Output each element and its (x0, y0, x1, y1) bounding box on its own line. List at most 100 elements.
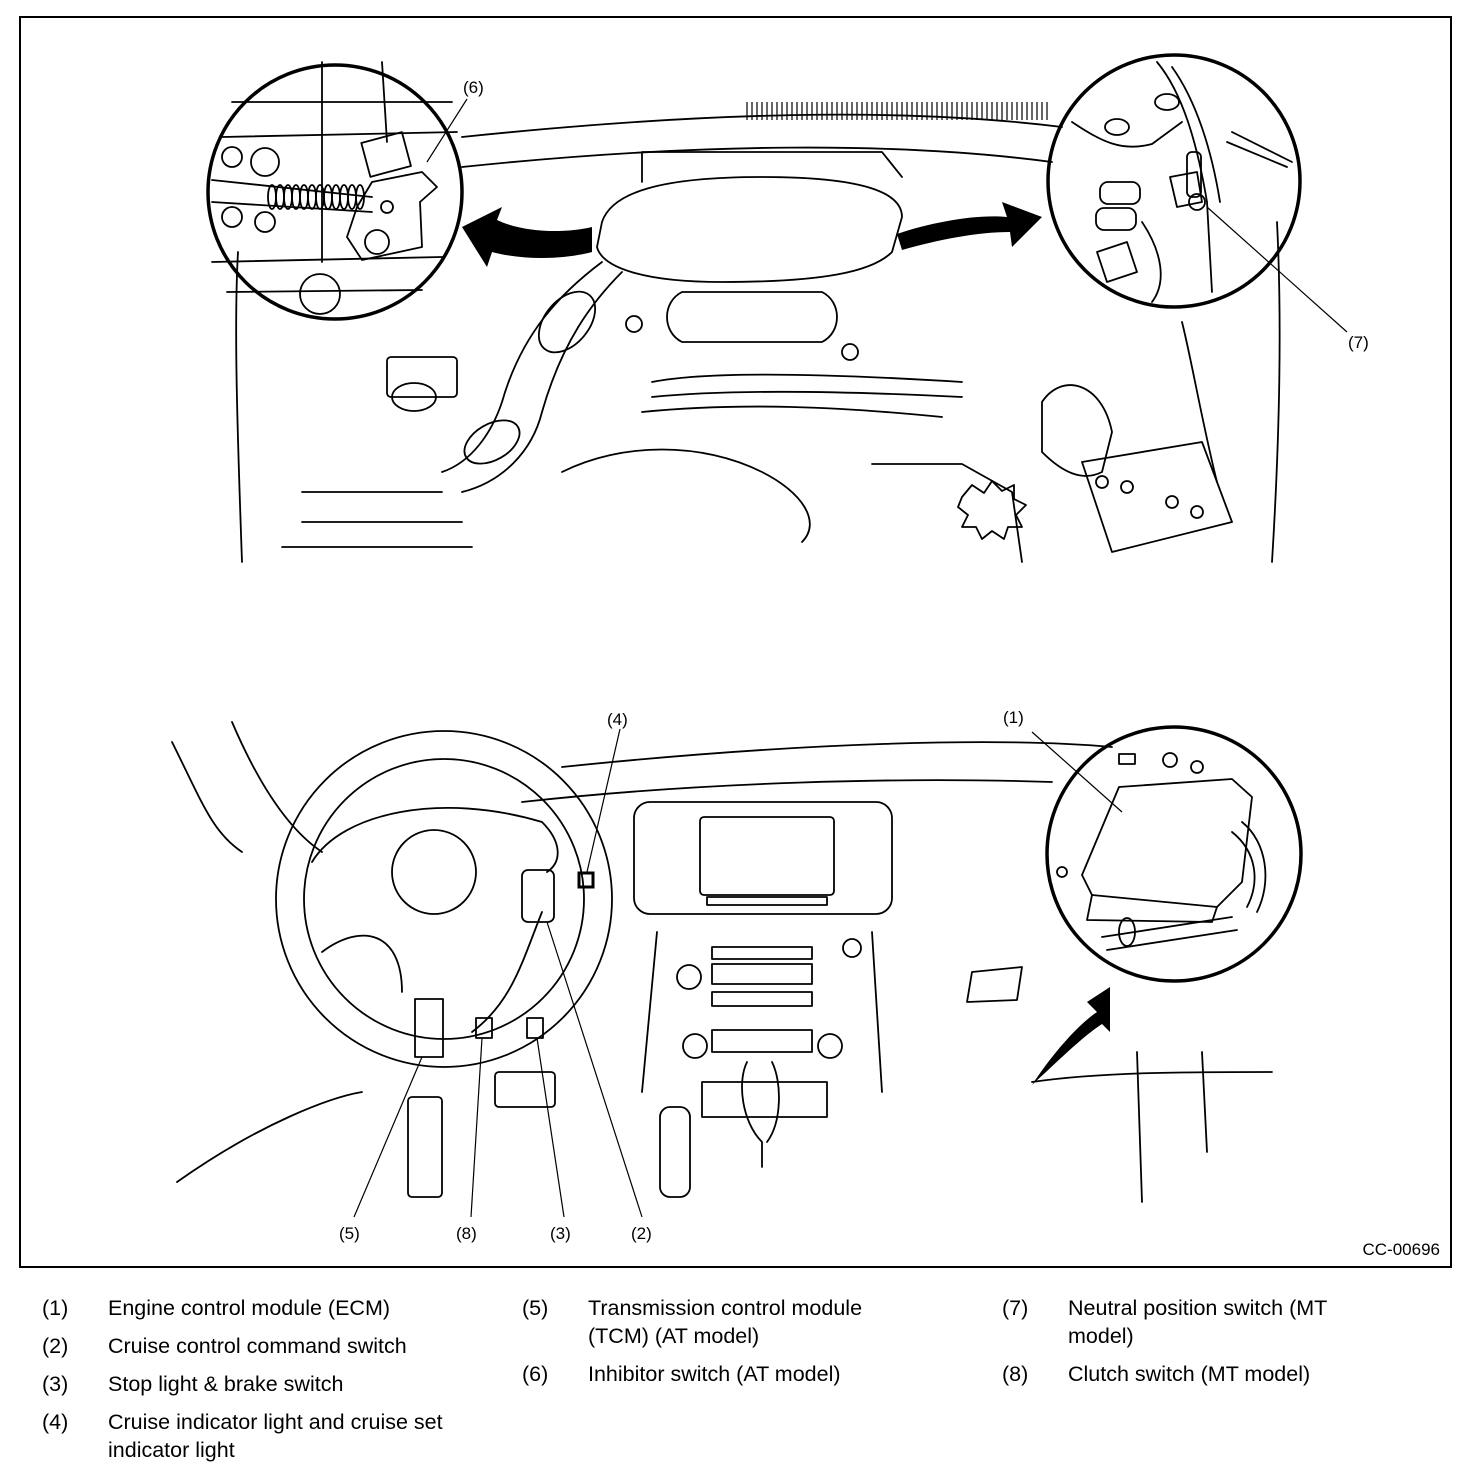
legend-item: (2) Cruise control command switch (42, 1332, 482, 1360)
left-fender-line (235, 251, 243, 563)
legend-item: (7) Neutral position switch (MT model) (1002, 1294, 1442, 1350)
leader-line-1 (1031, 731, 1123, 813)
leader-line-7 (1206, 206, 1348, 333)
engine-block (666, 291, 838, 343)
wheel-spokes (321, 911, 543, 1033)
floor-lines (176, 1071, 1273, 1183)
center-display-bezel (633, 801, 893, 915)
battery-tray (1081, 441, 1233, 553)
leader-line-3 (536, 1037, 565, 1218)
arrow-to-inhibitor-inset (462, 207, 592, 267)
legend-text: Inhibitor switch (AT model) (588, 1362, 841, 1386)
hood-release (494, 1071, 556, 1108)
cabin-illustration (171, 721, 1303, 1218)
reservoir-cap (299, 273, 341, 315)
hvac-knob (676, 964, 702, 990)
instrument-cluster-hood (311, 807, 559, 873)
legend-number: (4) (42, 1410, 69, 1434)
cowl-line-2 (461, 146, 1053, 168)
vent-right (966, 966, 1023, 1003)
right-pillar (1136, 1051, 1208, 1203)
callout-8: (8) (456, 1224, 477, 1243)
hvac-knob (817, 1033, 843, 1059)
dashboard-line (521, 779, 1053, 803)
arrow-to-neutral-switch-inset (897, 202, 1042, 250)
legend-column-2: (5) Transmission control module (TCM) (A… (522, 1294, 962, 1398)
battery-cell (1120, 480, 1134, 494)
hvac-knob (682, 1033, 708, 1059)
legend-number: (5) (522, 1296, 549, 1320)
console-sides (641, 931, 883, 1093)
fuse-box (386, 356, 458, 398)
leader-line-5 (353, 1056, 423, 1218)
air-intake-box (596, 176, 903, 283)
callout-4: (4) (607, 710, 628, 729)
callout-6: (6) (463, 78, 484, 97)
intake-hose-2 (461, 271, 623, 493)
hose-clamp (537, 290, 597, 354)
battery-cell (1190, 505, 1204, 519)
legend-text: Cruise indicator light and cruise set in… (108, 1410, 443, 1462)
callout-5: (5) (339, 1224, 360, 1243)
figure-drawing: (6) (7) (4) (1) (5) (8) (3) (2) (171, 53, 1369, 1243)
dashboard-top-line (561, 741, 1113, 768)
engine-bay-illustration (206, 53, 1348, 563)
ecm-detail (1056, 752, 1267, 951)
left-bay-lines (281, 491, 473, 548)
leader-line-2 (546, 921, 643, 1218)
clutch-switch (475, 1017, 493, 1039)
engine-cover-line (561, 448, 811, 543)
inhibitor-switch-detail (211, 61, 458, 293)
battery-cell (1095, 475, 1109, 489)
brake-line (871, 463, 1023, 563)
a-pillar-left-2 (231, 721, 323, 853)
legend-item: (4) Cruise indicator light and cruise se… (42, 1408, 482, 1464)
callout-1: (1) (1003, 708, 1024, 727)
hvac-knob (842, 938, 862, 958)
oil-filler-cap (957, 480, 1027, 540)
engine-bolt (625, 315, 643, 333)
a-pillar-left (171, 741, 243, 853)
hvac-panel (711, 991, 813, 1007)
cable-corrugation (323, 184, 333, 210)
hvac-panel (711, 963, 813, 985)
callout-3: (3) (550, 1224, 571, 1243)
transmission-control-module (414, 998, 444, 1058)
legend-text: Neutral position switch (MT model) (1068, 1296, 1327, 1348)
legend-text: Engine control module (ECM) (108, 1296, 391, 1320)
legend-item: (3) Stop light & brake switch (42, 1370, 482, 1398)
steering-wheel-hub (391, 829, 477, 915)
engine-bolt-2 (841, 343, 859, 361)
legend-item: (1) Engine control module (ECM) (42, 1294, 482, 1322)
cruise-control-command-switch (521, 869, 555, 923)
legend-number: (2) (42, 1334, 69, 1358)
inset-ecm (1045, 725, 1303, 983)
cowl-grille (746, 102, 1048, 120)
fender-cable (1181, 321, 1218, 483)
steering-wheel-rim (275, 730, 613, 1068)
callout-7: (7) (1348, 333, 1369, 352)
legend-text: Transmission control module (TCM) (AT mo… (588, 1296, 863, 1348)
component-location-figure: (6) (7) (4) (1) (5) (8) (3) (2) CC-00696 (19, 16, 1452, 1268)
shifter-surround (701, 1081, 828, 1118)
legend-number: (6) (522, 1362, 549, 1386)
reservoir (391, 382, 437, 412)
center-display (699, 816, 835, 896)
display-buttons (706, 896, 828, 906)
cable-corrugation (299, 184, 309, 210)
legend-column-3: (7) Neutral position switch (MT model) (… (1002, 1294, 1442, 1398)
cable-corrugation (307, 184, 317, 210)
right-fender-line (1271, 221, 1281, 563)
legend-item: (5) Transmission control module (TCM) (A… (522, 1294, 962, 1350)
legend-text: Cruise control command switch (108, 1334, 407, 1358)
legend-text: Stop light & brake switch (108, 1372, 344, 1396)
leader-line-8 (470, 1037, 483, 1218)
legend-number: (7) (1002, 1296, 1029, 1320)
leader-line-6 (426, 98, 468, 163)
legend-column-1: (1) Engine control module (ECM) (2) Crui… (42, 1294, 482, 1474)
hvac-panel (711, 946, 813, 960)
arrow-to-ecm-inset (1032, 987, 1110, 1085)
legend-number: (1) (42, 1296, 69, 1320)
stop-light-brake-switch (526, 1017, 544, 1039)
battery-cell (1165, 495, 1179, 509)
